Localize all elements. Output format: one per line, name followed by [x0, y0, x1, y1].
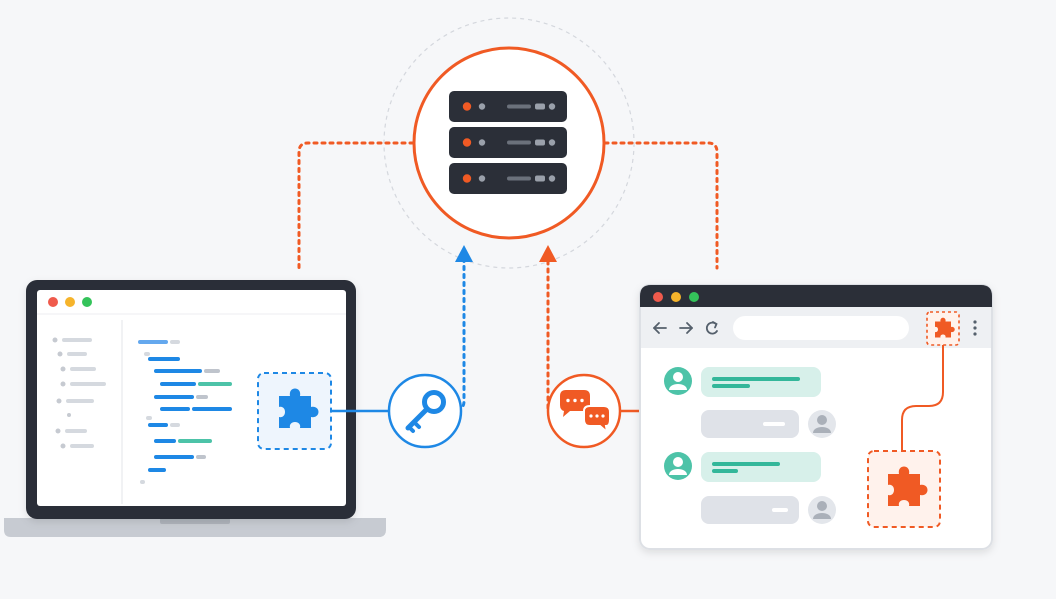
address-bar[interactable]: [733, 316, 909, 340]
chat-bubble: [701, 452, 821, 482]
window-minimize-dot: [65, 297, 75, 307]
code-lines: [138, 340, 232, 484]
connector-server-laptop: [297, 141, 415, 270]
browser-window: [639, 284, 993, 550]
server-stack-icon: [449, 91, 567, 194]
reload-icon[interactable]: [705, 321, 718, 335]
browser-close-dot[interactable]: [653, 292, 663, 302]
chat-message-right: [701, 410, 836, 438]
server-halo: [383, 17, 635, 269]
laptop-base: [4, 518, 386, 537]
arrowhead-chat-server: [539, 245, 557, 262]
file-tree: [52, 337, 106, 449]
window-close-dot: [48, 297, 58, 307]
key-icon: [405, 390, 446, 433]
laptop: [4, 280, 386, 537]
arrowhead-key-server: [455, 245, 473, 262]
chat-bubble: [701, 367, 821, 397]
forward-arrow-icon[interactable]: [679, 322, 693, 334]
window-zoom-dot: [82, 297, 92, 307]
browser-zoom-dot[interactable]: [689, 292, 699, 302]
browser-minimize-dot[interactable]: [671, 292, 681, 302]
chat-message-right: [701, 496, 836, 524]
chat-message-left: [664, 367, 821, 397]
connector-extension-plugin: [901, 345, 944, 451]
chat-bubbles-icon: [560, 390, 611, 435]
back-arrow-icon[interactable]: [653, 322, 667, 334]
chat-thread: [664, 367, 836, 524]
chat-bubble: [701, 410, 799, 438]
browser-titlebar: [640, 285, 992, 307]
kebab-menu-icon[interactable]: [973, 320, 977, 336]
chat-message-left: [664, 452, 821, 482]
chat-bubble: [701, 496, 799, 524]
connector-server-browser: [603, 141, 719, 270]
laptop-notch: [160, 518, 230, 524]
